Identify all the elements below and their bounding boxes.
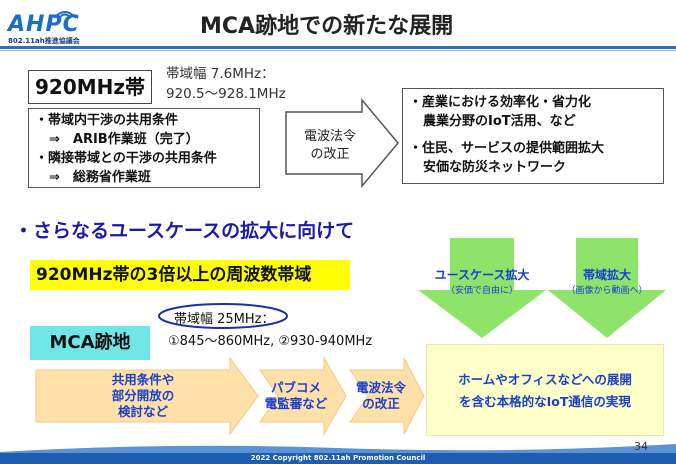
final-goal-box: ホームやオフィスなどへの展開 を含む本格的なIoT通信の実現 — [426, 344, 664, 436]
wifi-waves-icon — [53, 11, 77, 19]
title-divider — [0, 46, 676, 49]
step-law-revision: 電波法令 の改正 — [346, 380, 416, 412]
final-goal-line2: を含む本格的なIoT通信の実現 — [459, 394, 631, 409]
title-divider-thin — [0, 50, 676, 51]
mca-label: MCA跡地 — [30, 326, 150, 360]
band-920-label: 920MHz帯 — [28, 70, 152, 104]
band-expansion-label: 帯域拡大 — [582, 268, 631, 282]
frequency-highlight: 920MHz帯の3倍以上の周波数帯域 — [30, 260, 350, 290]
step1-line: 部分開放の — [111, 388, 175, 403]
process-arrows — [35, 356, 425, 436]
conditions-box: ・帯域内干渉の共用条件 ⇒ ARIB作業班（完了） ・隣接帯域との干渉の共用条件… — [28, 108, 260, 188]
final-goal-line1: ホームやオフィスなどへの展開 — [458, 372, 632, 387]
law-revision-line2: の改正 — [310, 147, 350, 162]
logo-subtitle: 802.11ah推進協議会 — [8, 37, 80, 45]
step3-line: の改正 — [362, 396, 400, 411]
step1-line: 検討など — [117, 404, 168, 419]
condition-item: ⇒ 総務省作業班 — [49, 170, 151, 185]
mca-band-values: ①845～860MHz, ②930-940MHz — [168, 334, 373, 349]
step-shared-conditions: 共用条件や 部分開放の 検討など — [88, 372, 198, 420]
band-920-width: 帯域幅 7.6MHz： 920.5～928.1MHz — [166, 64, 286, 104]
page-number: 34 — [634, 440, 648, 453]
step2-line: 電監審など — [264, 396, 328, 411]
condition-item: ・帯域内干渉の共用条件 — [35, 113, 179, 128]
usecase-expansion-arrow — [418, 238, 546, 338]
copyright-footer: 2022 Copyright 802.11ah Promotion Counci… — [0, 453, 676, 464]
step3-line: 電波法令 — [355, 380, 406, 395]
usecase-expansion-label: ユースケース拡大 — [434, 268, 530, 282]
step-public-comment: パブコメ 電監審など — [254, 380, 338, 412]
band-width-ellipse — [158, 303, 288, 329]
effect-item: 安価な防災ネットワーク — [423, 160, 567, 175]
law-revision-arrow — [285, 98, 399, 188]
usecase-expansion-sub: （安価で自由に） — [445, 286, 518, 296]
effect-item: ・住民、サービスの提供範囲拡大 — [409, 141, 605, 156]
page-title: MCA跡地での新たな展開 — [200, 14, 454, 39]
band-920-width-line2: 920.5～928.1MHz — [166, 86, 286, 102]
step1-line: 共用条件や — [111, 372, 175, 387]
logo: AHPC — [8, 12, 80, 37]
footer-wave — [0, 444, 676, 454]
condition-item: ・隣接帯域との干渉の共用条件 — [35, 151, 217, 166]
condition-item: ⇒ ARIB作業班（完了） — [49, 132, 199, 147]
band-expansion-sub: （画像から動画へ） — [566, 286, 648, 296]
section-heading: ・さらなるユースケースの拡大に向けて — [14, 220, 355, 242]
effect-item: 農業分野のIoT活用、など — [423, 114, 576, 129]
mca-band-width-label: 帯域幅 25MHz： — [174, 312, 275, 327]
law-revision-label: 電波法令 の改正 — [292, 128, 368, 164]
band-920-width-line1: 帯域幅 7.6MHz： — [166, 66, 275, 82]
effect-item: ・産業における効率化・省力化 — [409, 95, 592, 110]
band-expansion-arrow — [548, 238, 666, 338]
step2-line: パブコメ — [270, 380, 321, 395]
law-revision-line1: 電波法令 — [303, 129, 356, 144]
effects-box: ・産業における効率化・省力化 農業分野のIoT活用、など ・住民、サービスの提供… — [402, 88, 664, 184]
